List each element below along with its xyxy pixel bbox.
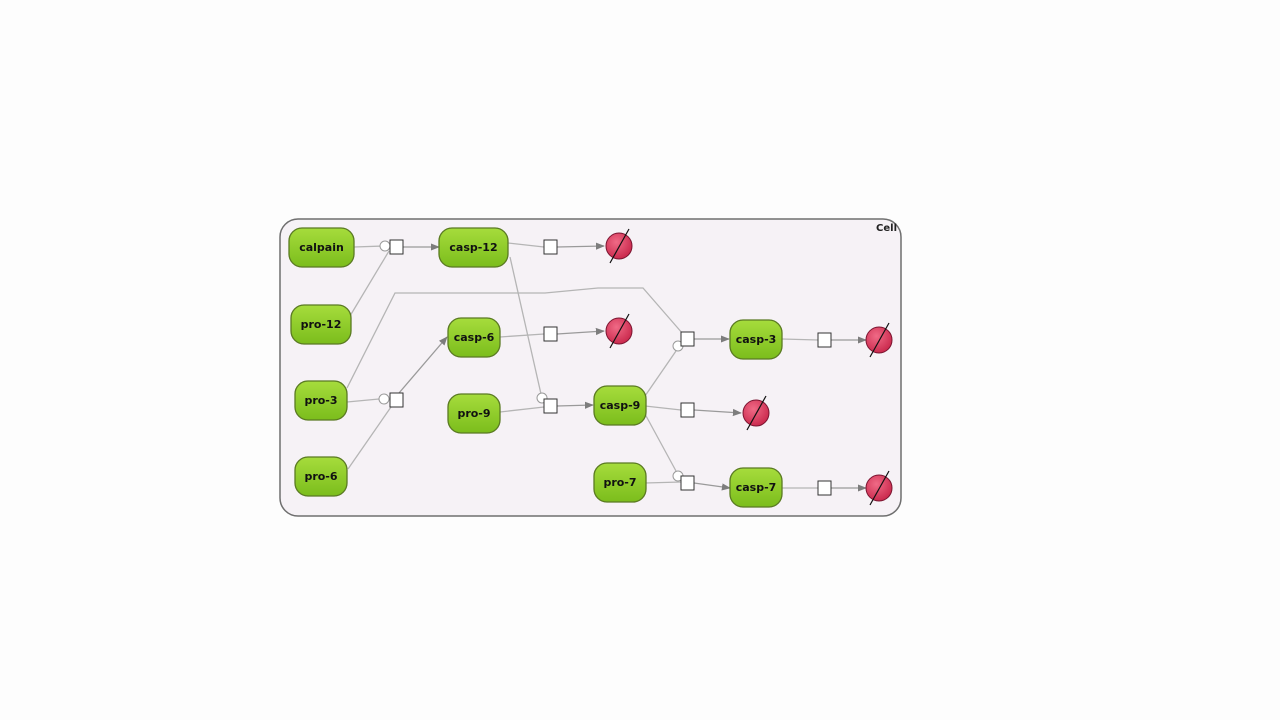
sink-d1[interactable]: [605, 228, 633, 264]
edge-casp12-degradation-in[interactable]: [507, 242, 545, 248]
species-casp-12[interactable]: casp-12: [438, 227, 509, 268]
sink-d5[interactable]: [865, 470, 893, 506]
process-node-r1[interactable]: [389, 239, 404, 255]
process-node-d5[interactable]: [817, 480, 832, 496]
edge-casp9-degradation-in[interactable]: [644, 405, 682, 411]
species-pro-12[interactable]: pro-12: [290, 304, 352, 345]
process-node-r4[interactable]: [680, 331, 695, 347]
edge-d2-out[interactable]: [556, 327, 605, 336]
species-label: casp-3: [736, 333, 777, 346]
edge-d3-out[interactable]: [693, 408, 742, 417]
sink-slash: [609, 228, 630, 264]
species-casp-3[interactable]: casp-3: [729, 319, 783, 360]
species-casp-7[interactable]: casp-7: [729, 467, 783, 508]
species-box: [294, 380, 348, 421]
edge-r2-production[interactable]: [398, 336, 448, 394]
process-node-r5[interactable]: [680, 475, 695, 491]
edge-calpain-catalysis[interactable]: [353, 245, 385, 248]
sink-nodes: [605, 228, 893, 506]
edge-d1-out[interactable]: [556, 242, 605, 250]
species-calpain[interactable]: calpain: [288, 227, 355, 268]
sink-slash: [609, 313, 630, 349]
edge-casp12-catalysis-r3[interactable]: [509, 256, 542, 395]
sink-d4[interactable]: [865, 322, 893, 358]
species-box: [729, 319, 783, 360]
species-label: pro-12: [301, 318, 342, 331]
species-label: pro-6: [304, 470, 337, 483]
edges: [346, 242, 867, 492]
species-label: calpain: [299, 241, 344, 254]
edge-pro7-consumption[interactable]: [644, 481, 682, 484]
species-label: pro-3: [304, 394, 337, 407]
process-nodes: [389, 239, 832, 496]
edge-pro3-catalysis-r2[interactable]: [346, 398, 380, 403]
species-pro-7[interactable]: pro-7: [593, 462, 647, 503]
species-label: casp-6: [454, 331, 495, 344]
edge-r5-production[interactable]: [693, 482, 731, 491]
species-label: casp-9: [600, 399, 641, 412]
sink-slash: [869, 322, 890, 358]
compartment-label: Cell: [876, 223, 897, 234]
species-label: casp-7: [736, 481, 777, 494]
edge-casp3-degradation-in[interactable]: [781, 338, 819, 341]
process-node-d3[interactable]: [680, 402, 695, 418]
sink-d3[interactable]: [742, 395, 770, 431]
species-pro-9[interactable]: pro-9: [447, 393, 501, 434]
edge-pro6-consumption[interactable]: [347, 406, 392, 470]
sink-slash: [746, 395, 767, 431]
species-box: [438, 227, 509, 268]
species-box: [593, 385, 647, 426]
species-box: [447, 317, 501, 358]
species-casp-6[interactable]: casp-6: [447, 317, 501, 358]
edge-pro12-consumption[interactable]: [349, 250, 390, 317]
species-pro-6[interactable]: pro-6: [294, 456, 348, 497]
edge-casp9-catalysis-r4[interactable]: [644, 350, 677, 397]
species-box: [290, 304, 352, 345]
process-node-r2[interactable]: [389, 392, 404, 408]
species-nodes: calpain pro-12 pro-3 pro-6 casp-12 casp-…: [288, 227, 783, 508]
species-label: pro-9: [457, 407, 490, 420]
edge-pro3-consumption-r4[interactable]: [346, 287, 684, 389]
compartment-border: [279, 218, 902, 517]
species-box: [729, 467, 783, 508]
edge-casp6-degradation-in[interactable]: [499, 333, 545, 338]
edge-r3-production[interactable]: [556, 401, 594, 409]
species-box: [294, 456, 348, 497]
species-box: [447, 393, 501, 434]
catalysis-circle-r2[interactable]: [378, 393, 390, 405]
edge-casp9-catalysis-r5[interactable]: [644, 413, 677, 472]
species-label: casp-12: [449, 241, 497, 254]
species-pro-3[interactable]: pro-3: [294, 380, 348, 421]
species-box: [288, 227, 355, 268]
process-node-d4[interactable]: [817, 332, 832, 348]
sink-d2[interactable]: [605, 313, 633, 349]
catalysis-circle-r1[interactable]: [379, 240, 391, 252]
species-label: pro-7: [603, 476, 636, 489]
sink-slash: [869, 470, 890, 506]
edge-pro9-consumption[interactable]: [499, 406, 545, 413]
process-node-d2[interactable]: [543, 326, 558, 342]
process-node-d1[interactable]: [543, 239, 558, 255]
compartment-cell[interactable]: Cell: [279, 218, 902, 517]
species-box: [593, 462, 647, 503]
species-casp-9[interactable]: casp-9: [593, 385, 647, 426]
process-node-r3[interactable]: [543, 398, 558, 414]
